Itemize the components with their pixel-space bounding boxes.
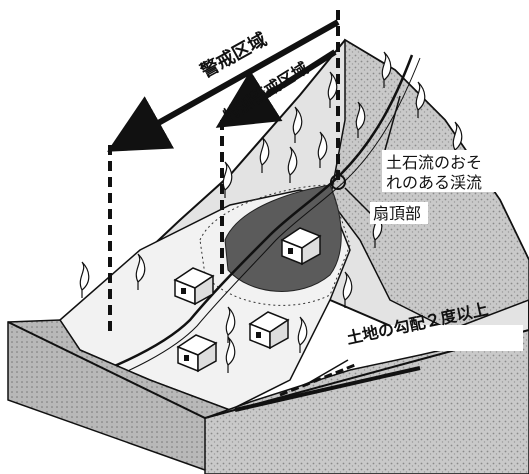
slope-dashed: [279, 363, 356, 397]
special-warning-area: [224, 184, 342, 292]
house-3: [176, 334, 218, 373]
fan-apex-label: 扇頂部: [373, 204, 421, 223]
house-4: [248, 311, 290, 350]
slope-leader: [304, 359, 349, 386]
block-front-left: [7, 319, 231, 471]
warning-area: [199, 184, 351, 306]
house-1: [173, 267, 215, 306]
block-top-edge: [7, 321, 529, 420]
fan-apex-marker: [330, 174, 346, 190]
stream-label-bg: [382, 150, 510, 192]
fan-apex-label-bg: [370, 202, 428, 224]
stream-label-line2: れのある渓流: [386, 173, 482, 192]
stream-leader: [384, 95, 401, 151]
stream-bank: [87, 57, 421, 389]
fan-apex-leader: [344, 187, 373, 216]
warning-zone-label: 警戒区域: [197, 28, 271, 82]
stream-label-line1: 土石流のおそ: [386, 153, 482, 172]
stream: [79, 54, 414, 382]
special-zone-arrow: [215, 49, 337, 128]
slope-baseline: [234, 366, 421, 412]
trees: [79, 51, 463, 373]
slope-label-bg: [345, 325, 523, 351]
house-2: [280, 227, 322, 266]
